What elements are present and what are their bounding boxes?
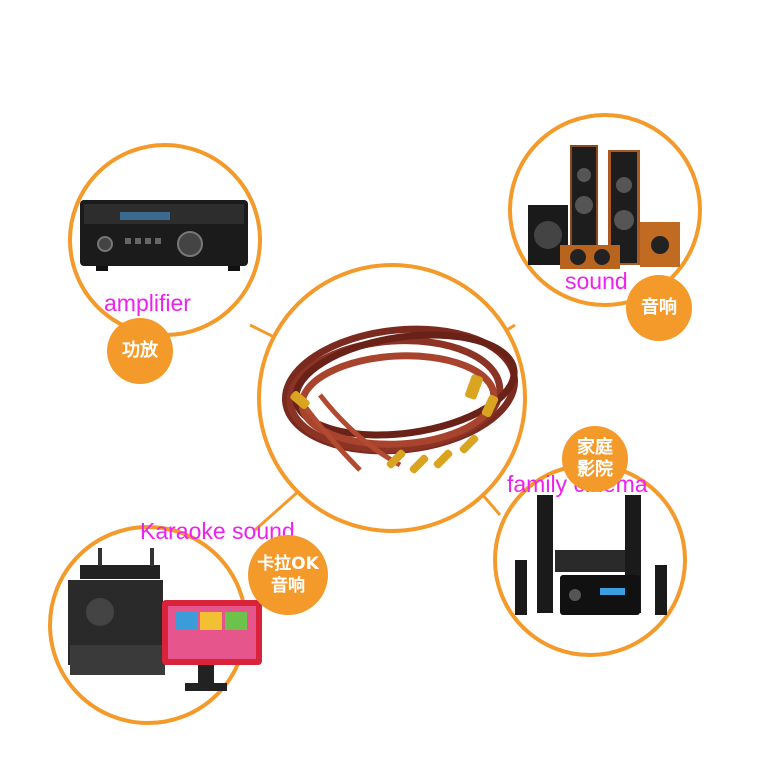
sound-badge-text: 音响	[641, 297, 677, 318]
karaoke-image	[68, 548, 262, 691]
amplifier-badge-text: 功放	[122, 340, 158, 361]
home-theater-badge-line2: 影院	[577, 459, 613, 480]
sound-label: sound	[565, 268, 628, 294]
karaoke-badge-line2: 音响	[271, 576, 305, 596]
amplifier-circle	[68, 143, 262, 337]
karaoke-badge-line1: 卡拉OK	[257, 554, 319, 574]
speakers-image	[528, 145, 680, 269]
sound-circle	[508, 113, 702, 307]
amplifier-label: amplifier	[104, 290, 191, 316]
karaoke-badge: 卡拉OK 音响	[248, 535, 328, 615]
home-theater-image	[515, 495, 667, 615]
karaoke-circle	[48, 525, 262, 725]
amplifier-badge: 功放	[107, 318, 173, 384]
cable-circle	[257, 263, 527, 533]
home-theater-badge-line1: 家庭	[577, 437, 613, 458]
amplifier-image	[80, 200, 248, 271]
gold-connectors	[290, 374, 499, 474]
home-theater-badge: 家庭 影院	[562, 426, 628, 492]
sound-badge: 音响	[626, 275, 692, 341]
